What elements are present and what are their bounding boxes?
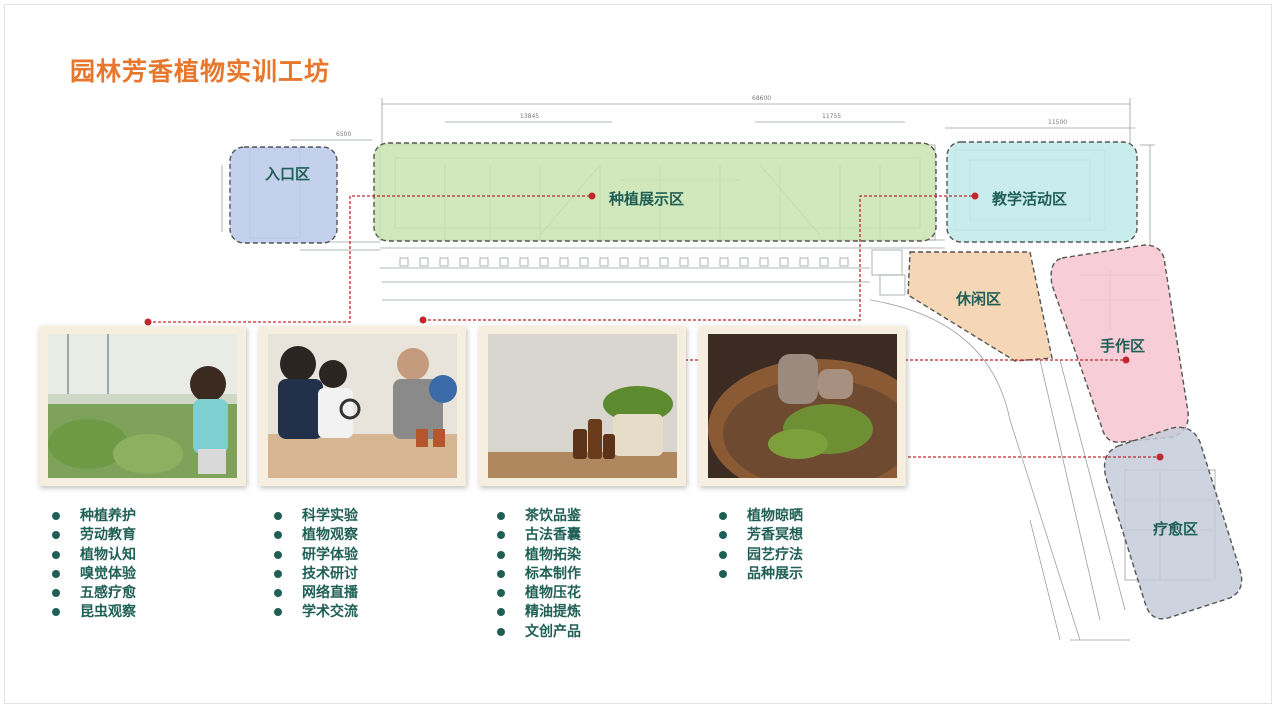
list-item: 芳香冥想: [718, 526, 803, 545]
activity-list-2: 科学实验 植物观察 研学体验 技术研讨 网络直播 学术交流: [273, 507, 358, 623]
bullet-dot: [497, 512, 505, 520]
bullet-dot: [719, 550, 727, 559]
list-item: 标本制作: [496, 565, 581, 584]
zone-leisure-shape[interactable]: [907, 251, 1053, 362]
list-item: 科学实验: [273, 507, 358, 526]
list-item: 文创产品: [496, 623, 581, 642]
list-item: 劳动教育: [51, 526, 136, 545]
bullet-dot: [52, 589, 60, 598]
photo-card-research: [259, 326, 466, 486]
photo-card-planting: [39, 326, 246, 486]
dim-planting-2: 11755: [822, 113, 841, 120]
dim-planting-1: 13845: [520, 113, 539, 120]
list-item: 植物压花: [496, 584, 581, 603]
planting-photo: [48, 334, 237, 478]
bullet-dot: [497, 608, 505, 617]
zone-planting-shape[interactable]: [373, 142, 937, 242]
bullet-dot: [274, 569, 282, 578]
list-item: 古法香囊: [496, 526, 581, 545]
bullet-dot: [719, 569, 727, 578]
list-item: 植物拓染: [496, 546, 581, 565]
list-item: 技术研讨: [273, 565, 358, 584]
bullet-dot: [497, 569, 505, 578]
connector-planting: [148, 195, 592, 323]
activity-list-1: 种植养护 劳动教育 植物认知 嗅觉体验 五感疗愈 昆虫观察: [51, 507, 136, 623]
connector-dot: [588, 192, 596, 200]
zone-label-planting: 种植展示区: [609, 190, 685, 208]
bullet-dot: [497, 531, 505, 540]
list-item: 品种展示: [718, 565, 803, 584]
list-item: 嗅觉体验: [51, 565, 136, 584]
zone-label-leisure: 休闲区: [956, 290, 1002, 308]
page-frame: [4, 4, 1272, 704]
list-item: 五感疗愈: [51, 584, 136, 603]
list-item: 园艺疗法: [718, 546, 803, 565]
connector-dot: [1122, 356, 1130, 364]
craft-photo: [488, 334, 677, 478]
zone-label-healing: 疗愈区: [1153, 520, 1199, 538]
photo-card-drying: [699, 326, 906, 486]
bullet-dot: [274, 589, 282, 598]
list-item: 精油提炼: [496, 603, 581, 622]
bullet-dot: [274, 550, 282, 559]
bullet-dot: [497, 589, 505, 598]
zone-label-teaching: 教学活动区: [992, 190, 1068, 208]
list-item: 种植养护: [51, 507, 136, 526]
zone-label-entrance: 入口区: [265, 165, 311, 183]
bullet-dot: [497, 550, 505, 559]
bullet-dot: [719, 531, 727, 540]
research-photo: [268, 334, 457, 478]
connector-dot: [419, 316, 427, 324]
list-item: 植物晾晒: [718, 507, 803, 526]
zone-teaching-shape[interactable]: [946, 141, 1138, 243]
herb-drying-photo: [708, 334, 897, 478]
activity-list-4: 植物晾晒 芳香冥想 园艺疗法 品种展示: [718, 507, 803, 584]
bullet-dot: [497, 627, 505, 636]
list-item: 植物观察: [273, 526, 358, 545]
bullet-dot: [52, 569, 60, 578]
bullet-dot: [274, 608, 282, 617]
page-title: 园林芳香植物实训工坊: [70, 57, 331, 86]
list-item: 植物认知: [51, 546, 136, 565]
bullet-dot: [52, 608, 60, 617]
dim-entrance: 6500: [336, 131, 351, 138]
list-item: 昆虫观察: [51, 603, 136, 622]
bullet-dot: [274, 531, 282, 540]
list-item: 研学体验: [273, 546, 358, 565]
bullet-dot: [719, 512, 727, 520]
bullet-dot: [52, 550, 60, 559]
list-item: 学术交流: [273, 603, 358, 622]
zone-healing-shape[interactable]: [1103, 426, 1243, 620]
zone-label-handcraft: 手作区: [1100, 337, 1146, 355]
bullet-dot: [52, 512, 60, 520]
bullet-dot: [274, 512, 282, 520]
dim-total: 68600: [752, 95, 771, 102]
connector-dot: [144, 318, 152, 326]
dim-teaching: 11500: [1048, 119, 1067, 126]
bullet-dot: [52, 531, 60, 540]
connector-dot: [971, 192, 979, 200]
activity-list-3: 茶饮品鉴 古法香囊 植物拓染 标本制作 植物压花 精油提炼 文创产品: [496, 507, 581, 642]
connector-dot: [1156, 453, 1164, 461]
list-item: 茶饮品鉴: [496, 507, 581, 526]
photo-card-craft: [479, 326, 686, 486]
list-item: 网络直播: [273, 584, 358, 603]
zone-entrance-shape[interactable]: [229, 146, 338, 244]
